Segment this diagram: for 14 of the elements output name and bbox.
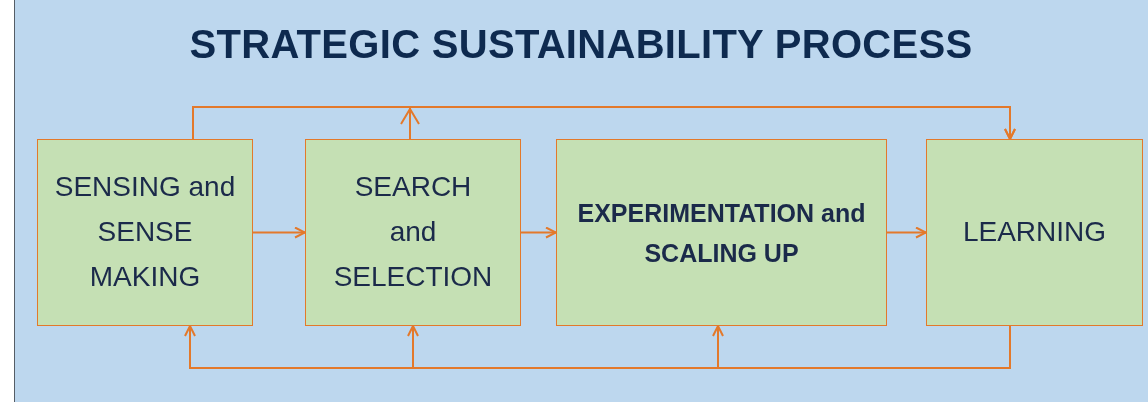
arrow: [520, 226, 557, 239]
box-label: LEARNING: [962, 215, 1107, 250]
arrow: [886, 226, 927, 239]
process-box: [305, 139, 521, 326]
process-box: [37, 139, 253, 326]
process-box: [926, 139, 1143, 326]
box-label: SEARCH and SELECTION: [333, 170, 493, 294]
arrow: [252, 226, 306, 239]
box-label: EXPERIMENTATION and SCALING UP: [576, 197, 867, 269]
arrow: [712, 325, 1011, 369]
title: STRATEGIC SUSTAINABILITY PROCESS: [188, 22, 974, 67]
box-label: SENSING and SENSE MAKING: [53, 170, 237, 294]
process-box: [556, 139, 887, 326]
arrow: [400, 106, 1016, 140]
